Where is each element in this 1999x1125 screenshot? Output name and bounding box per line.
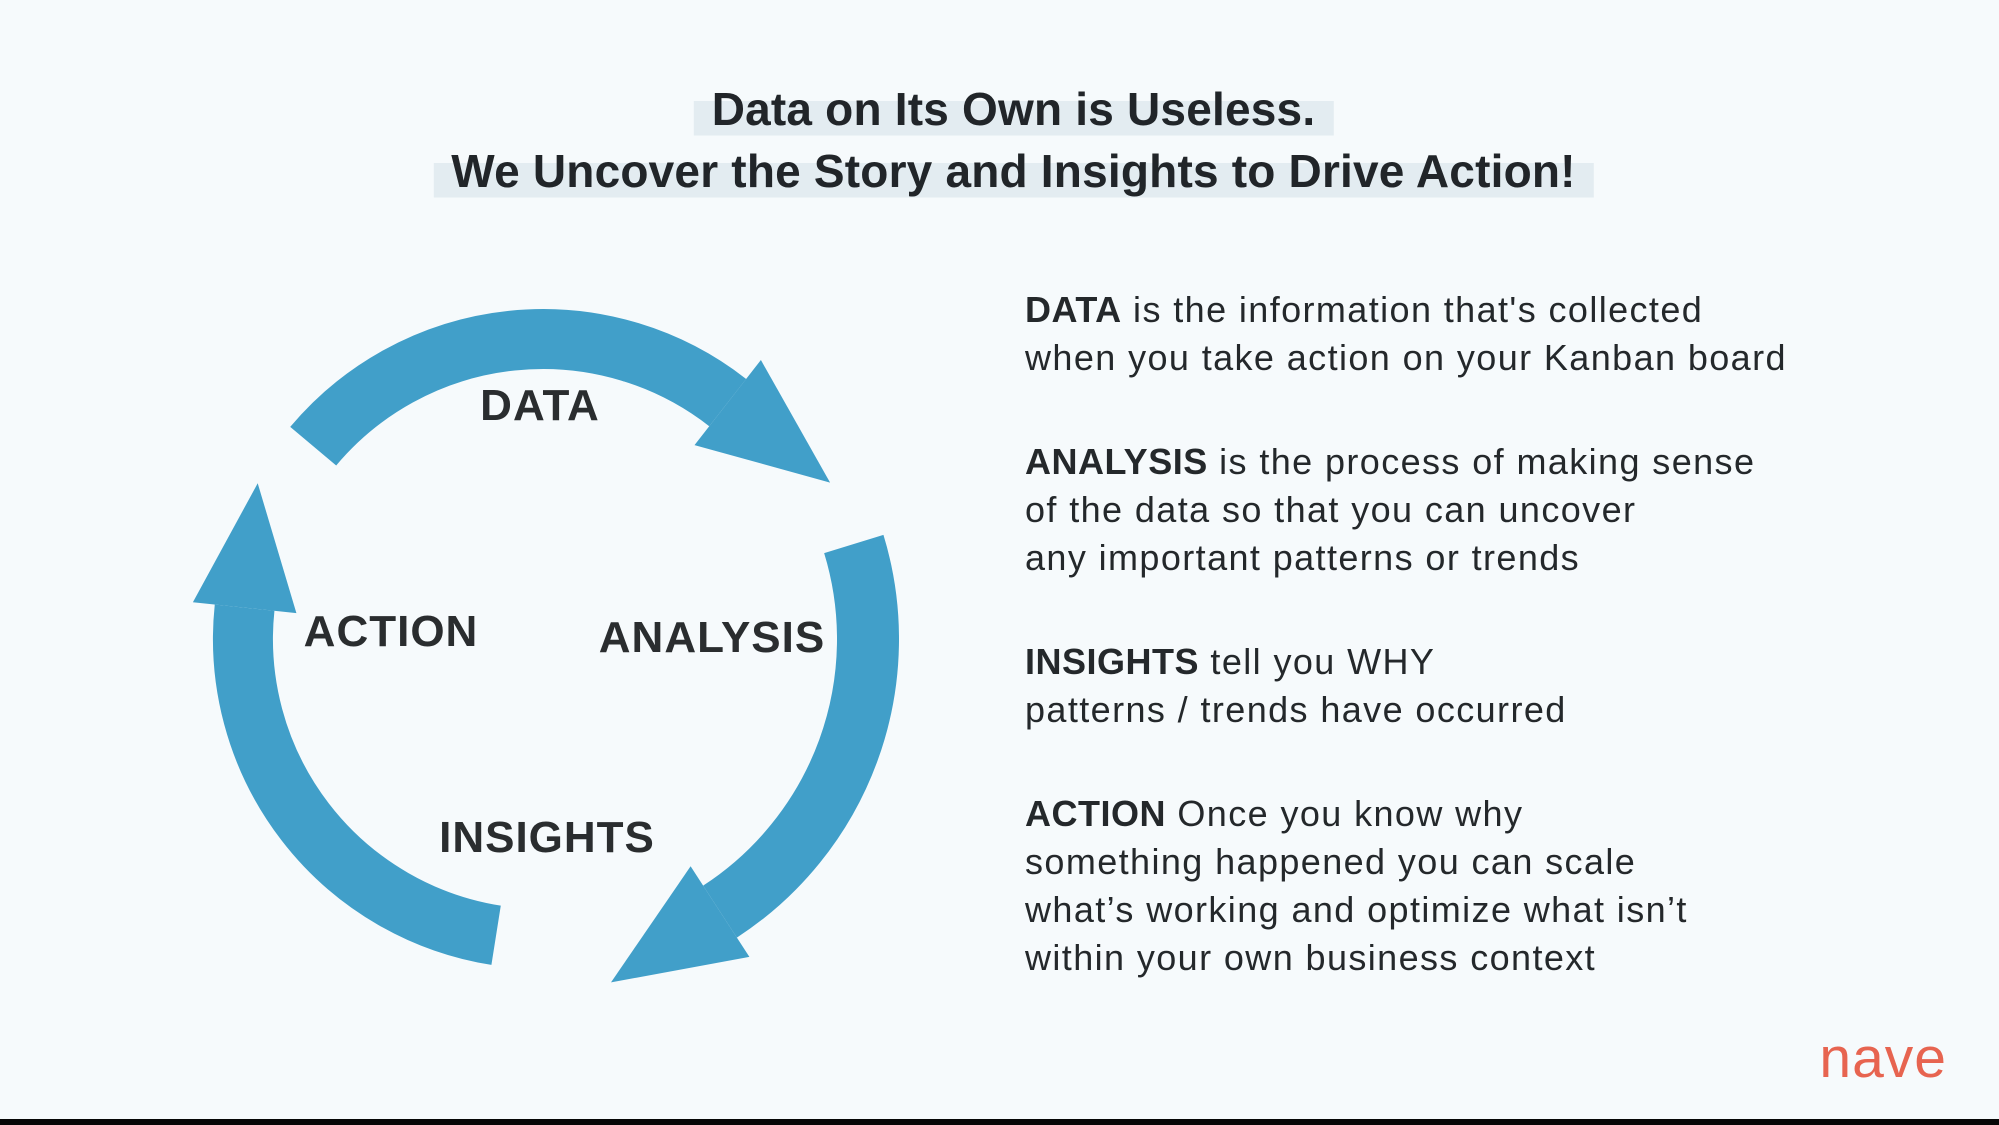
cycle-arrows-graphic <box>192 309 899 983</box>
data-cycle-diagram: DATA ANALYSIS INSIGHTS ACTION <box>183 279 913 999</box>
explanation-term: ANALYSIS <box>1025 441 1208 482</box>
explanation-term: INSIGHTS <box>1025 641 1200 682</box>
explanation-term: DATA <box>1025 289 1122 330</box>
cycle-arc-right <box>702 534 899 938</box>
explanation-paragraph: DATA is the information that's collected… <box>1025 289 1787 378</box>
explanation-term: ACTION <box>1025 793 1166 834</box>
cycle-label-insights: INSIGHTS <box>439 813 655 862</box>
cycle-arc-left <box>212 604 502 965</box>
cycle-arrowhead-right-icon <box>611 866 750 983</box>
cycle-arrowhead-left-icon <box>192 483 297 614</box>
cycle-label-action: ACTION <box>303 607 479 656</box>
nave-logo: nave <box>1819 1026 1947 1090</box>
cycle-label-data: DATA <box>480 381 600 430</box>
cycle-arrowhead-top-icon <box>694 360 831 483</box>
page-title: Data on Its Own is Useless. We Uncover t… <box>433 80 1594 204</box>
title-line-1: Data on Its Own is Useless. <box>693 80 1334 138</box>
explanations-list: DATA is the information that's collected… <box>1025 286 1985 1038</box>
cycle-label-analysis: ANALYSIS <box>598 613 826 662</box>
cycle-arc-top <box>290 309 747 466</box>
bottom-border-bar <box>0 1119 1999 1125</box>
title-line-2: We Uncover the Story and Insights to Dri… <box>433 142 1594 200</box>
